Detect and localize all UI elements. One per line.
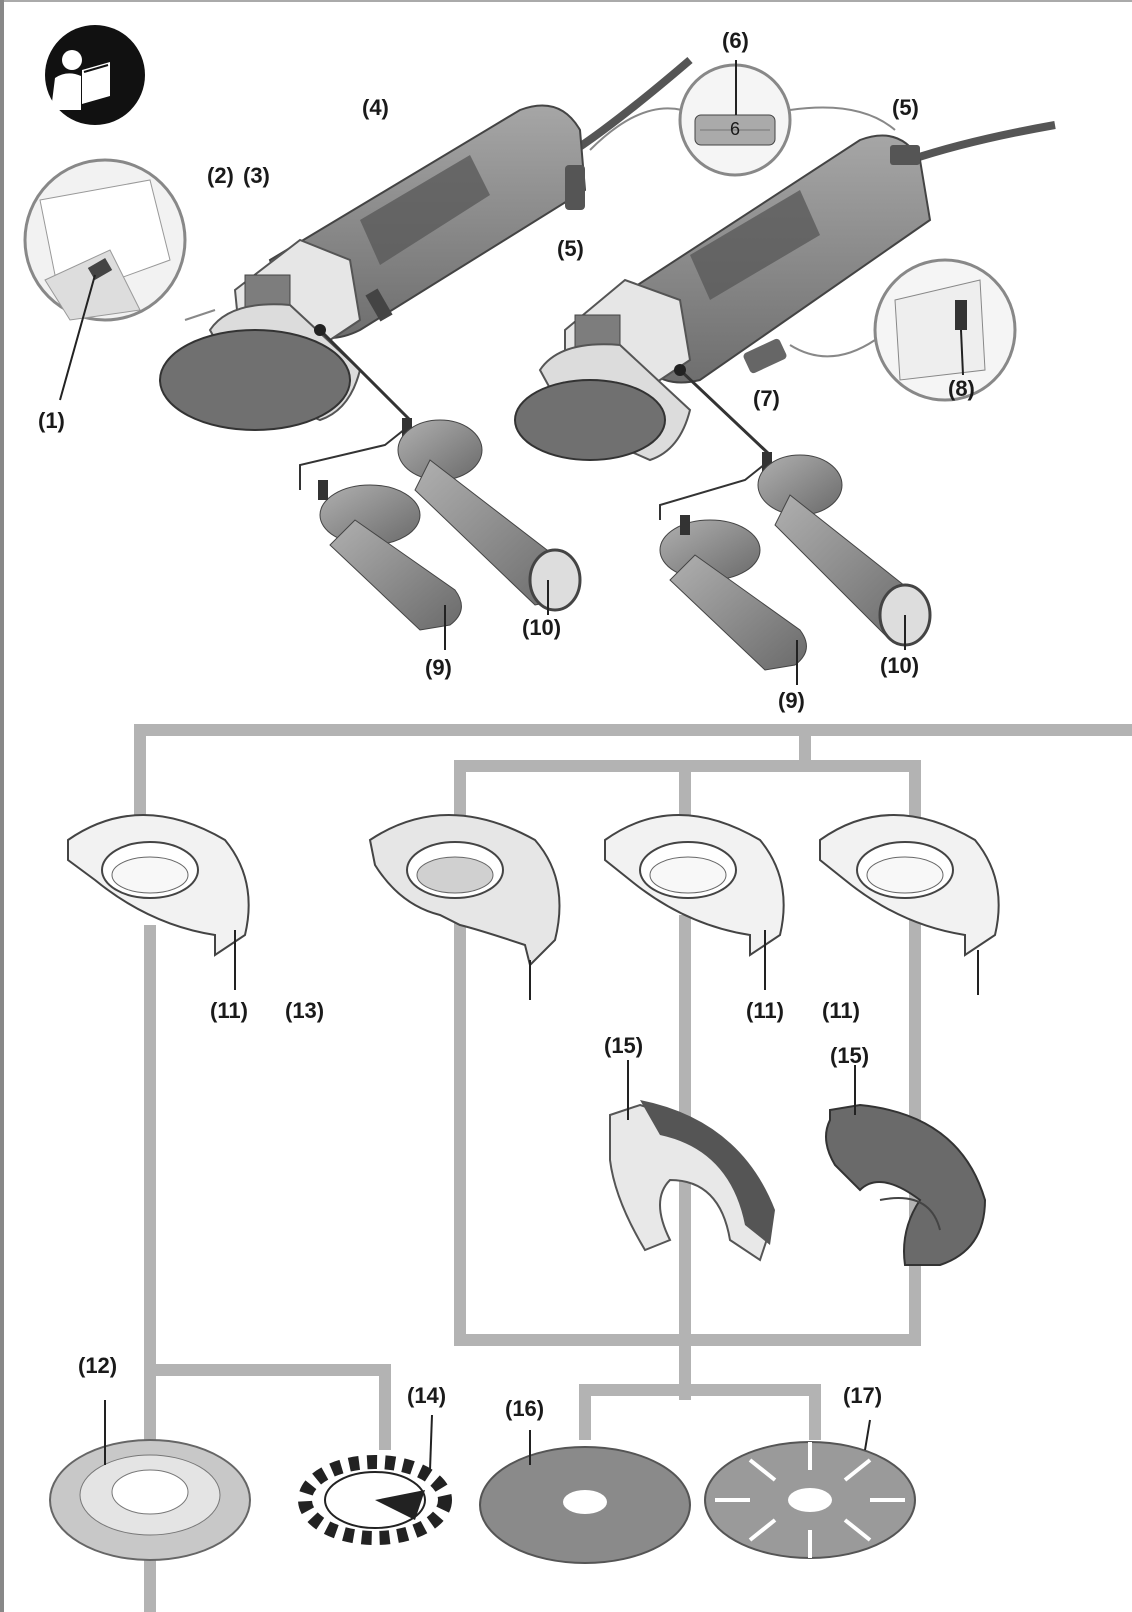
callout-16: (16) (505, 1396, 545, 1421)
detail-switch-lock (789, 258, 1017, 402)
callout-14: (14) (407, 1383, 447, 1408)
guard-4 (819, 814, 1000, 995)
side-handles-right (659, 452, 932, 685)
guard-1 (67, 814, 250, 990)
callout-17: (17) (843, 1383, 883, 1408)
page-frame-top (0, 0, 1132, 2)
cutting-guard-light (609, 1060, 775, 1262)
detail-lock-button (23, 158, 216, 401)
guard-2 (368, 814, 561, 1000)
callout-4: (4) (362, 95, 389, 120)
callout-15-left: (15) (604, 1033, 644, 1058)
callout-7: (7) (753, 386, 780, 411)
read-manual-icon (45, 25, 145, 125)
page-frame-left (0, 0, 4, 1612)
speed-dial-digit: 6 (730, 119, 741, 139)
angle-grinder-left (159, 56, 693, 431)
callout-2: (2) (207, 163, 234, 188)
cutting-guard-dark (825, 1065, 987, 1266)
callout-12: (12) (78, 1353, 118, 1378)
grinding-disc (49, 1400, 251, 1561)
callout-5-left: (5) (557, 236, 584, 261)
side-handles-left (299, 418, 582, 650)
callout-11-c: (11) (822, 998, 860, 1023)
callout-10-left: (10) (522, 615, 562, 640)
callout-9-right: (9) (778, 688, 805, 713)
callout-5-right: (5) (892, 95, 919, 120)
wire-brush (298, 1414, 452, 1545)
callout-11-b: (11) (746, 998, 784, 1023)
callout-1: (1) (38, 408, 65, 433)
cut-off-disc (479, 1430, 691, 1564)
angle-grinder-right (514, 121, 1056, 462)
guard-3 (604, 814, 785, 990)
callout-9-left: (9) (425, 655, 452, 680)
callout-8: (8) (948, 376, 975, 401)
callout-15-right: (15) (830, 1043, 870, 1068)
detail-speed-dial (589, 60, 896, 177)
callout-11-a: (11) (210, 998, 248, 1023)
callout-10-right: (10) (880, 653, 920, 678)
callout-3: (3) (243, 163, 270, 188)
diamond-disc (704, 1419, 916, 1559)
callout-6: (6) (722, 28, 749, 53)
callout-13: (13) (285, 998, 325, 1023)
